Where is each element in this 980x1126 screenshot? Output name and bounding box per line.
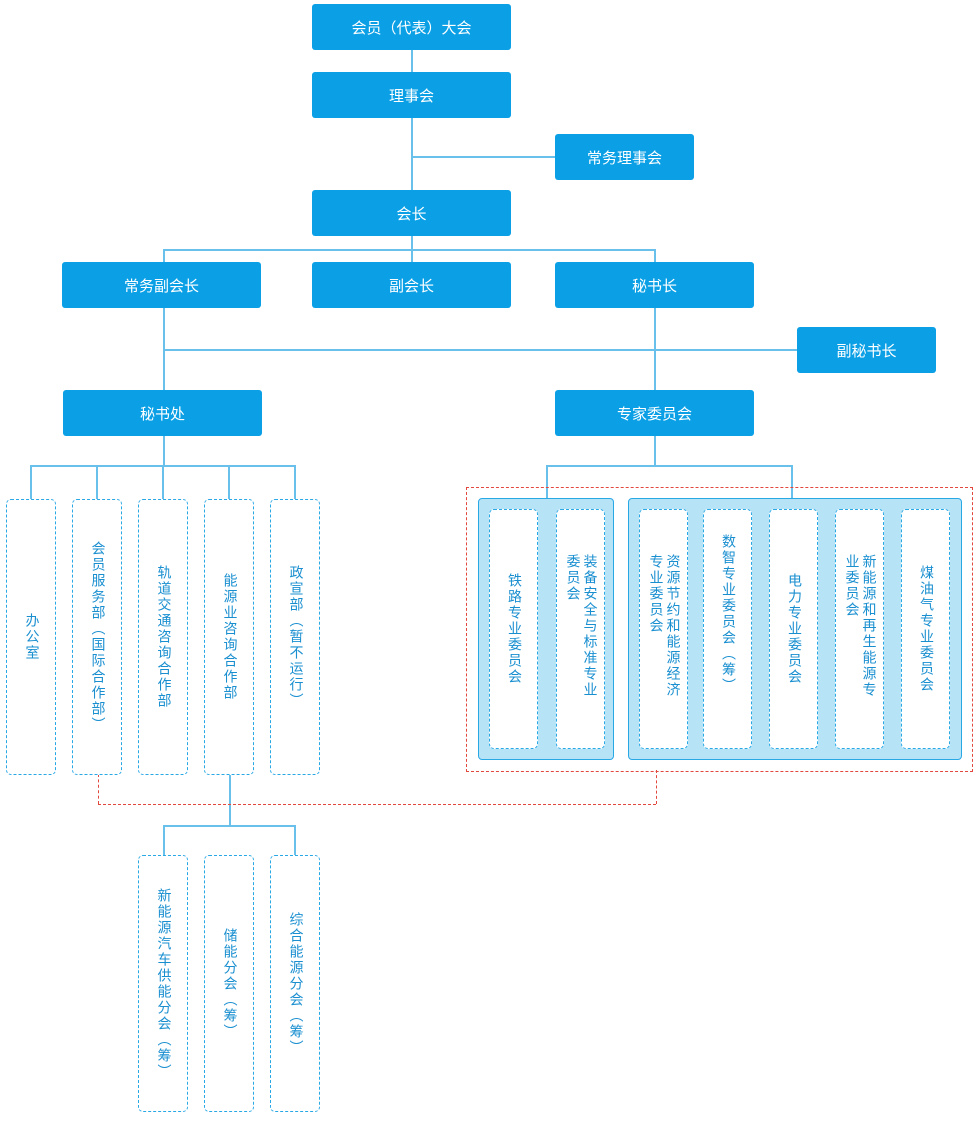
dept-label: 政宣部（暂不运行） (287, 565, 304, 709)
connector (654, 436, 656, 466)
branch-ev-energy[interactable]: 新能源汽车供能分会（筹） (138, 855, 188, 1112)
branch-label: 综合能源分会（筹） (287, 911, 304, 1056)
connector (791, 465, 793, 500)
connector (411, 236, 413, 262)
connector (294, 825, 296, 856)
connector (163, 436, 165, 466)
dept-label: 轨道交通咨询合作部 (155, 565, 172, 709)
president-box[interactable]: 会长 (312, 190, 511, 236)
committee-new-energy[interactable]: 新能源和再生能源专业委员会 (835, 509, 884, 749)
connector (162, 465, 164, 500)
red-link (98, 804, 656, 805)
committee-coal-oil-gas[interactable]: 煤油气专业委员会 (901, 509, 950, 749)
connector (163, 349, 798, 351)
deputy-secretary-general-box[interactable]: 副秘书长 (797, 327, 936, 373)
dept-energy[interactable]: 能源业咨询合作部 (204, 499, 254, 775)
dept-label: 会员服务部（国际合作部） (89, 541, 106, 733)
connector (229, 774, 231, 826)
committee-label: 数智专业委员会（筹） (720, 534, 736, 694)
council-box[interactable]: 理事会 (312, 72, 511, 118)
expert-committee-box[interactable]: 专家委员会 (555, 390, 754, 436)
vp-box[interactable]: 副会长 (312, 262, 511, 308)
branch-label: 储能分会（筹） (221, 927, 238, 1040)
connector (163, 249, 655, 251)
connector (546, 465, 548, 500)
branch-energy-storage[interactable]: 储能分会（筹） (204, 855, 254, 1112)
congress-box[interactable]: 会员（代表）大会 (312, 4, 511, 50)
executive-vp-box[interactable]: 常务副会长 (62, 262, 261, 308)
dept-member-services[interactable]: 会员服务部（国际合作部） (72, 499, 122, 775)
committee-label: 资源节约和能源经济专业委员会 (647, 554, 681, 698)
connector (163, 249, 165, 262)
expert-committee-outline (466, 487, 973, 772)
red-link (656, 770, 657, 804)
connector (96, 465, 98, 500)
secretary-general-box[interactable]: 秘书长 (555, 262, 754, 308)
dept-label: 办公室 (23, 613, 40, 661)
red-link (98, 774, 99, 804)
secretariat-box[interactable]: 秘书处 (63, 390, 262, 436)
committee-label: 煤油气专业委员会 (918, 565, 934, 693)
committee-equipment-safety[interactable]: 装备安全与标准专业委员会 (556, 509, 605, 749)
committee-label: 装备安全与标准专业委员会 (564, 554, 598, 698)
committee-railway[interactable]: 铁路专业委员会 (489, 509, 538, 749)
dept-office[interactable]: 办公室 (6, 499, 56, 775)
connector (228, 465, 230, 500)
connector (411, 50, 413, 190)
committee-digital[interactable]: 数智专业委员会（筹） (703, 509, 752, 749)
connector (30, 465, 32, 500)
standing-council-box[interactable]: 常务理事会 (555, 134, 694, 180)
dept-rail-transit[interactable]: 轨道交通咨询合作部 (138, 499, 188, 775)
committee-resource-saving[interactable]: 资源节约和能源经济专业委员会 (639, 509, 688, 749)
connector (163, 825, 296, 827)
connector (294, 465, 296, 500)
committee-label: 电力专业委员会 (786, 573, 802, 685)
branch-integrated-energy[interactable]: 综合能源分会（筹） (270, 855, 320, 1112)
connector (546, 465, 792, 467)
connector (163, 825, 165, 856)
connector (411, 156, 556, 158)
branch-label: 新能源汽车供能分会（筹） (155, 887, 172, 1080)
dept-publicity[interactable]: 政宣部（暂不运行） (270, 499, 320, 775)
committee-label: 铁路专业委员会 (506, 573, 522, 685)
connector (654, 249, 656, 262)
committee-power[interactable]: 电力专业委员会 (769, 509, 818, 749)
dept-label: 能源业咨询合作部 (221, 573, 238, 701)
committee-label: 新能源和再生能源专业委员会 (843, 554, 877, 698)
